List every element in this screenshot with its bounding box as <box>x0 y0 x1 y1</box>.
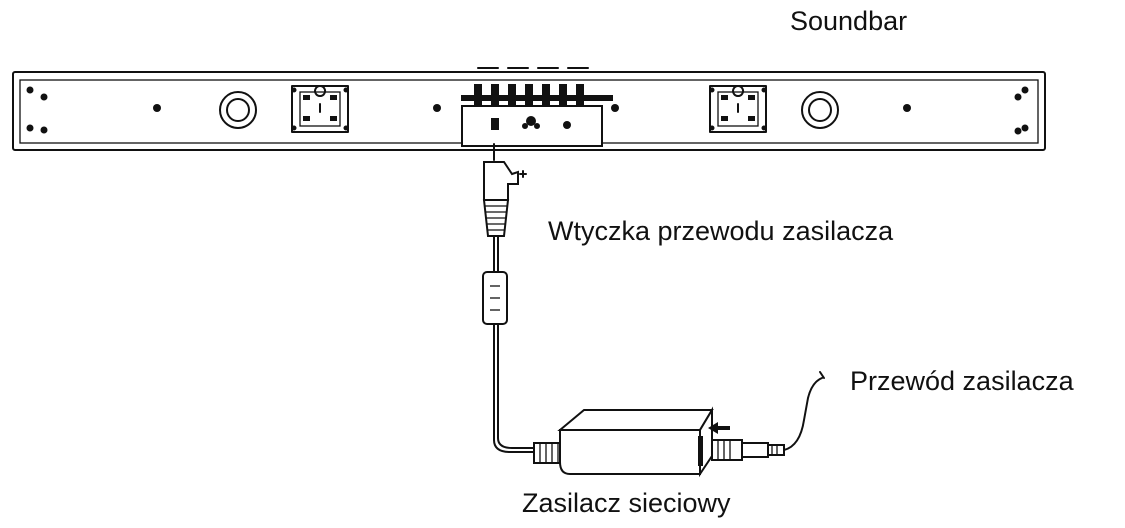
soundbar-outer-body <box>12 71 1046 151</box>
adapter-label: Zasilacz sieciowy <box>522 488 731 518</box>
ac-plug <box>711 439 785 461</box>
dc-plug-illustration <box>482 143 527 237</box>
ac-cord-line <box>783 377 823 451</box>
soundbar-screw-holes <box>26 86 1029 135</box>
ac-cord-end <box>819 371 825 379</box>
right-speaker-ring <box>801 91 839 129</box>
plug-label: Wtyczka przewodu zasilacza <box>548 216 894 246</box>
adapter-top-face <box>557 409 714 431</box>
insert-arrow-icon <box>708 422 730 434</box>
ac-cord-illustration <box>708 371 825 461</box>
soundbar-label: Soundbar <box>790 6 908 36</box>
adapter-front-face <box>559 429 701 475</box>
left-speaker-ring <box>219 91 257 129</box>
soundbar-illustration <box>12 67 1046 151</box>
connector-panel <box>461 84 613 147</box>
dc-cable <box>482 235 541 453</box>
adapter-ac-socket <box>698 436 703 466</box>
dc-in-port <box>491 118 499 130</box>
power-cord-label: Przewód zasilacza <box>850 366 1074 396</box>
heat-sink-fins <box>461 84 613 106</box>
optical-port <box>522 116 540 129</box>
ac-adapter-illustration <box>533 406 714 478</box>
aux-port <box>563 121 571 129</box>
right-mount-bracket <box>709 85 767 133</box>
left-mount-bracket <box>291 85 349 133</box>
